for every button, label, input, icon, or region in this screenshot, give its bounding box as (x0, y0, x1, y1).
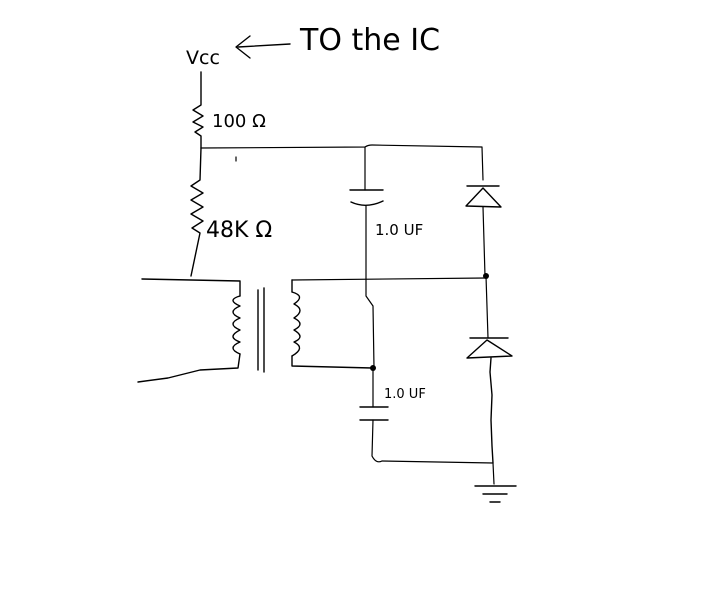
top-rail-wire (200, 144, 484, 181)
bottom-rail-wire (381, 460, 495, 485)
capacitor-2-label: 1.0 UF (384, 387, 426, 402)
resistor-48k-ohm (190, 147, 204, 277)
ground-icon (474, 485, 517, 503)
transformer (137, 278, 373, 383)
vcc-label: Vcc (186, 47, 220, 69)
to-the-ic-label: TO the IC (299, 23, 440, 58)
arrow-to-vcc (235, 35, 291, 59)
resistor-48k-ohm-label: 48K Ω (206, 218, 272, 243)
capacitor-2 (359, 367, 389, 463)
resistor-100-ohm (192, 71, 204, 149)
capacitor-1-label: 1.0 UF (375, 221, 423, 239)
diode-lower (466, 275, 513, 464)
capacitor-1 (349, 146, 384, 369)
diode-upper (465, 185, 502, 277)
resistor-100-ohm-label: 100 Ω (212, 111, 266, 132)
middle-rail-wire (291, 277, 487, 281)
